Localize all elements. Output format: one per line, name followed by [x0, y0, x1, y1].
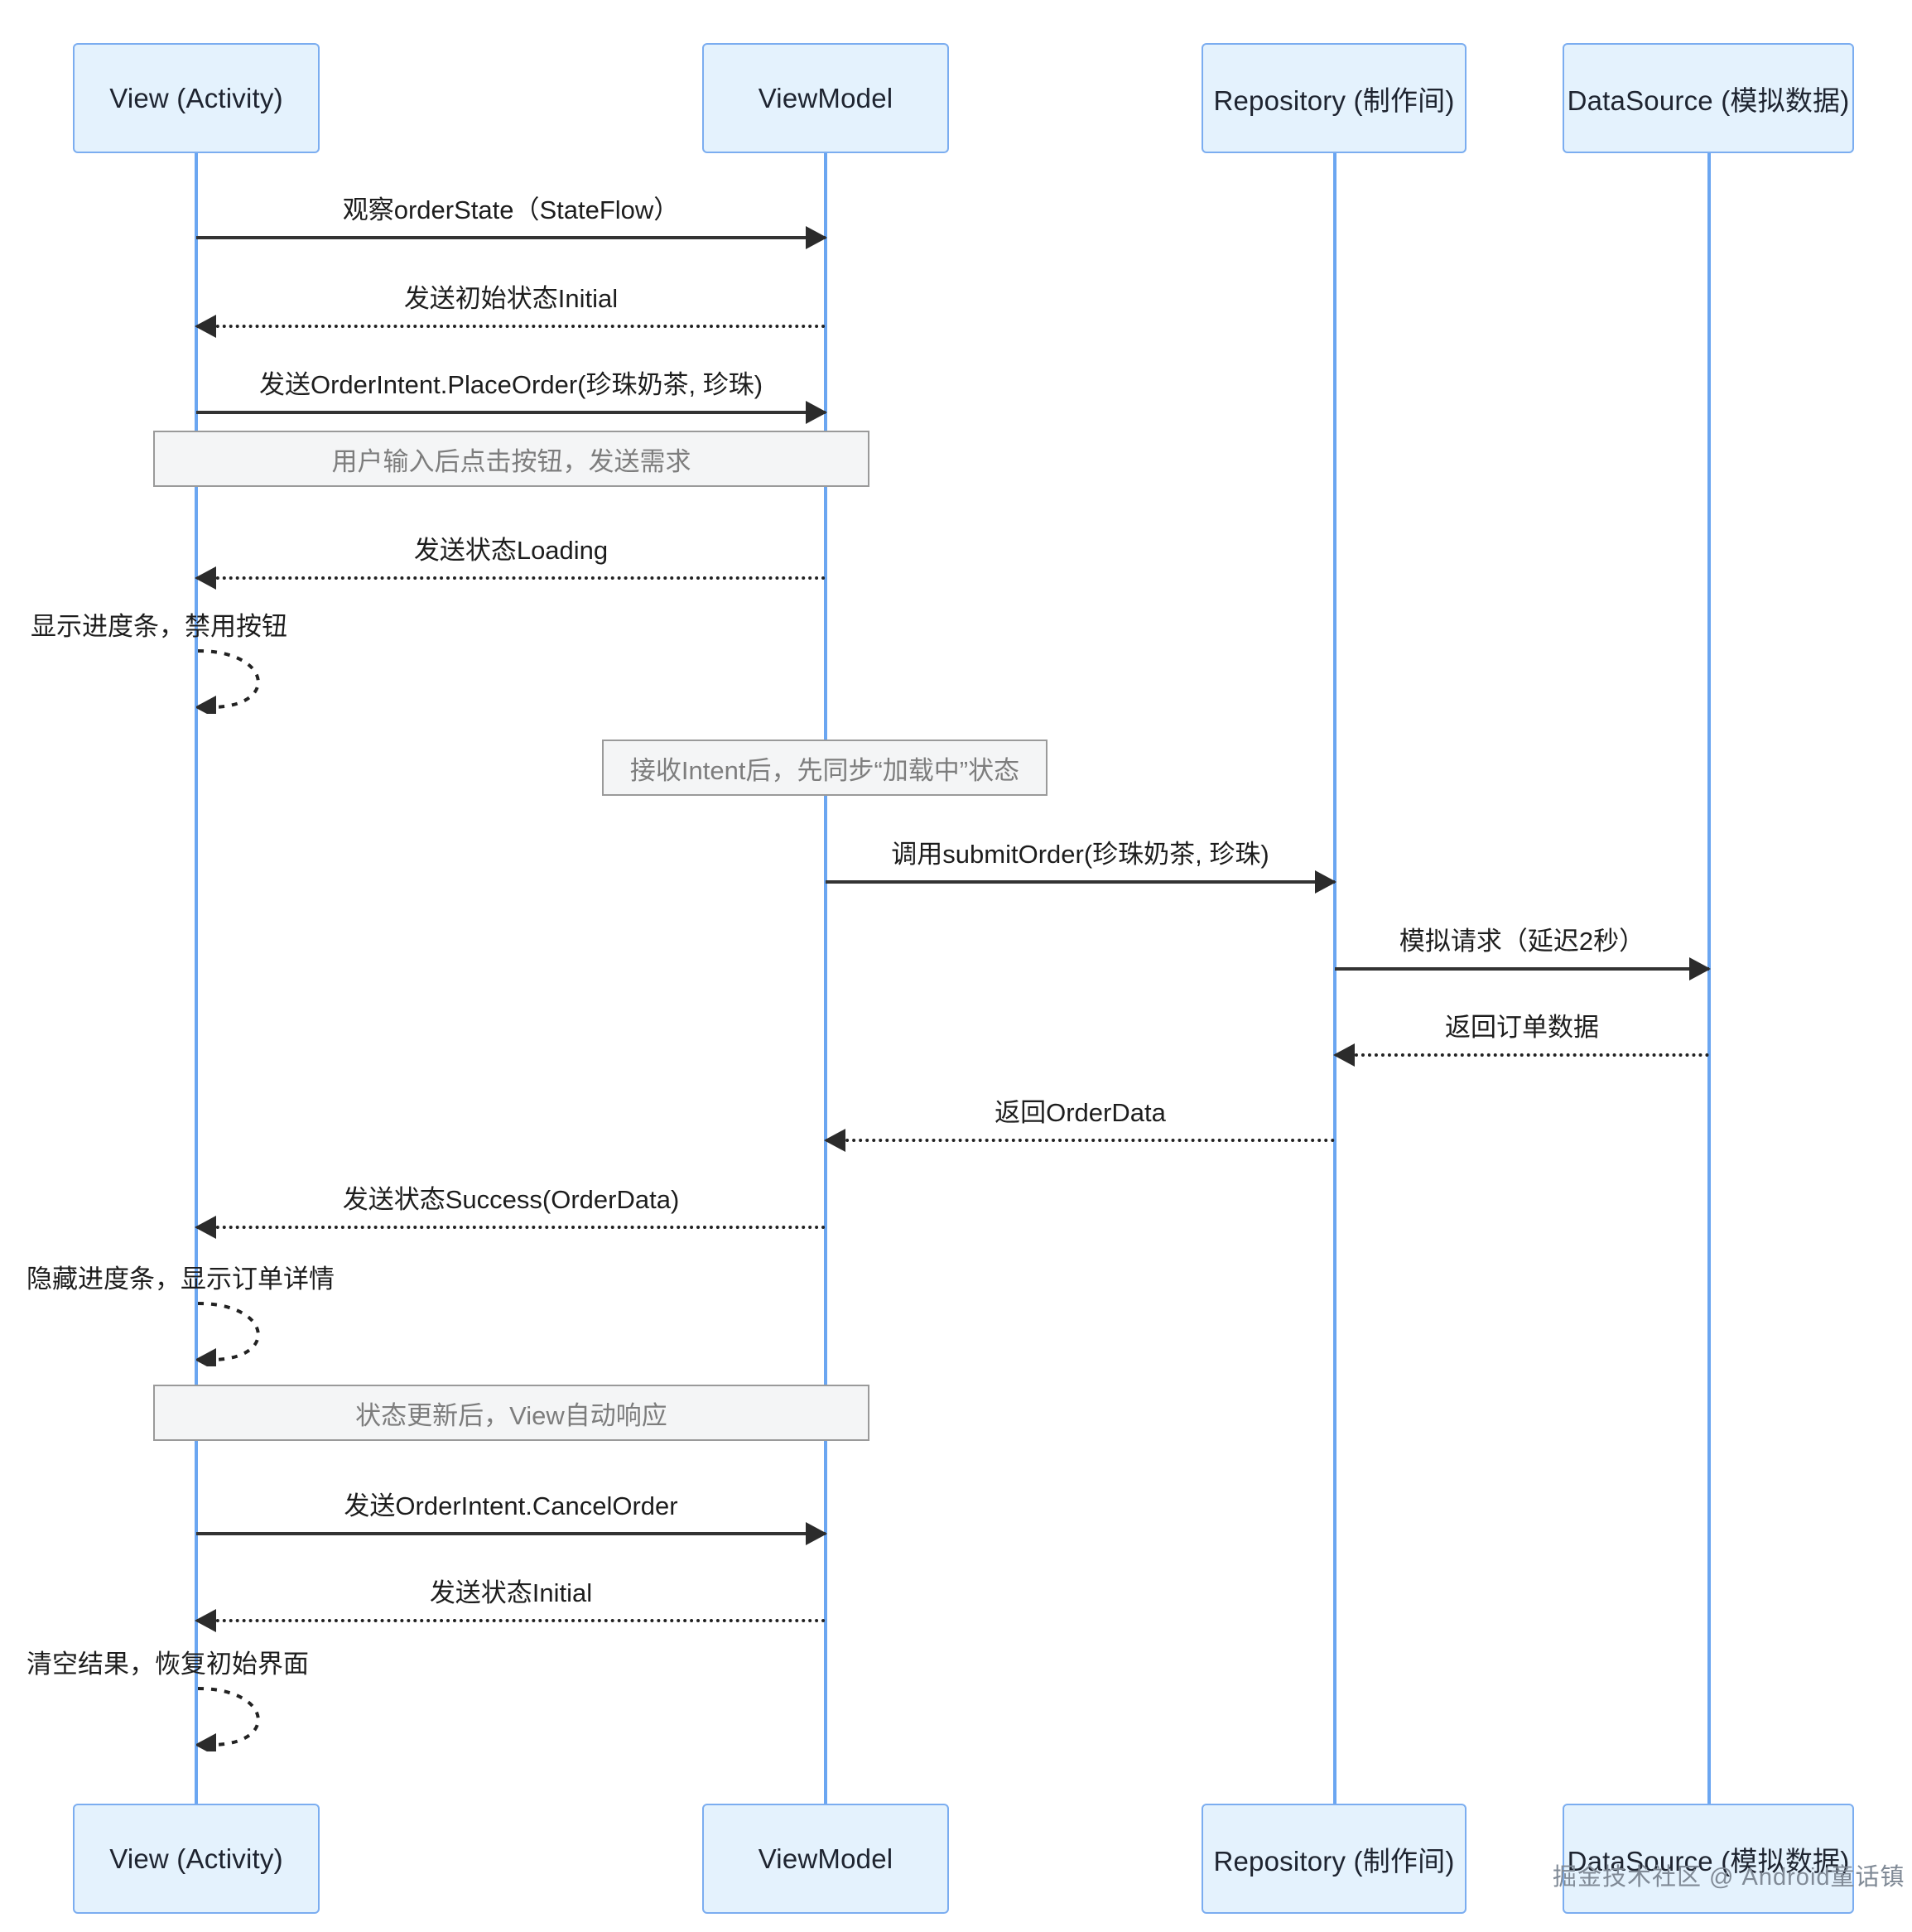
- message-line: [1335, 967, 1709, 971]
- participant-header-repository[interactable]: Repository (制作间): [1202, 43, 1467, 153]
- participant-footer-repository[interactable]: Repository (制作间): [1202, 1804, 1467, 1914]
- message-label: 发送状态Initial: [429, 1578, 593, 1607]
- message-observe-orderstate[interactable]: 观察orderState（StateFlow）: [196, 195, 827, 249]
- arrowhead-right-icon: [806, 226, 827, 249]
- message-line: [196, 236, 826, 239]
- self-message-show-progress[interactable]: 显示进度条，禁用按钮: [31, 612, 296, 714]
- message-line: [1335, 1053, 1709, 1057]
- message-send-initial-state[interactable]: 发送初始状态Initial: [195, 284, 826, 338]
- participant-label-viewmodel: ViewModel: [758, 82, 893, 113]
- participant-label-view: View (Activity): [109, 1843, 283, 1874]
- participant-header-view[interactable]: View (Activity): [73, 43, 320, 153]
- message-label: 发送初始状态Initial: [403, 284, 619, 313]
- lifeline-view: [195, 153, 198, 1805]
- arrowhead-left-icon: [1333, 1043, 1355, 1067]
- message-line: [196, 1532, 826, 1535]
- self-message-hide-progress[interactable]: 隐藏进度条，显示订单详情: [26, 1265, 335, 1366]
- message-label: 发送状态Success(OrderData): [342, 1185, 680, 1214]
- arrowhead-left-icon: [195, 315, 216, 338]
- message-label: 发送OrderIntent.CancelOrder: [344, 1491, 678, 1520]
- message-call-submitorder[interactable]: 调用submitOrder(珍珠奶茶, 珍珠): [826, 840, 1336, 894]
- message-send-initial-state-again[interactable]: 发送状态Initial: [195, 1578, 826, 1632]
- message-cancel-order-intent[interactable]: 发送OrderIntent.CancelOrder: [196, 1491, 827, 1545]
- note-state-update: 状态更新后，View自动响应: [153, 1385, 869, 1441]
- message-label: 返回订单数据: [1445, 1013, 1599, 1042]
- participant-footer-view[interactable]: View (Activity): [73, 1804, 320, 1914]
- lifeline-repository: [1333, 153, 1336, 1805]
- message-label: 发送状态Loading: [413, 536, 609, 565]
- self-message-label: 隐藏进度条，显示订单详情: [26, 1265, 335, 1294]
- message-line: [196, 411, 826, 414]
- arrowhead-right-icon: [806, 1522, 827, 1545]
- message-label: 模拟请求（延迟2秒）: [1399, 927, 1645, 956]
- message-label: 调用submitOrder(珍珠奶茶, 珍珠): [891, 840, 1269, 869]
- note-user-input: 用户输入后点击按钮，发送需求: [153, 431, 869, 487]
- message-place-order-intent[interactable]: 发送OrderIntent.PlaceOrder(珍珠奶茶, 珍珠): [196, 370, 827, 424]
- watermark-label: 掘金技术社区 @ Android童话镇: [1553, 1864, 1905, 1891]
- message-line: [196, 325, 826, 328]
- participant-header-viewmodel[interactable]: ViewModel: [702, 43, 949, 153]
- participant-label-repository: Repository (制作间): [1213, 1845, 1455, 1877]
- note-label: 接收Intent后，先同步“加载中”状态: [629, 755, 1020, 785]
- message-label: 观察orderState（StateFlow）: [342, 195, 680, 224]
- arrowhead-right-icon: [1315, 870, 1336, 894]
- message-return-orderdata[interactable]: 返回OrderData: [824, 1098, 1335, 1152]
- participant-label-datasource: DataSource (模拟数据): [1567, 1845, 1850, 1877]
- self-loop-icon: [196, 1302, 260, 1366]
- participant-label-repository: Repository (制作间): [1213, 84, 1455, 116]
- message-line: [196, 1226, 826, 1229]
- message-line: [826, 1139, 1335, 1142]
- self-message-label: 显示进度条，禁用按钮: [31, 612, 287, 641]
- participant-label-view: View (Activity): [109, 82, 283, 113]
- arrowhead-left-icon: [195, 566, 216, 590]
- message-return-order-data-raw[interactable]: 返回订单数据: [1333, 1013, 1709, 1067]
- message-label: 返回OrderData: [995, 1098, 1166, 1127]
- self-loop-icon: [196, 649, 260, 714]
- message-send-loading-state[interactable]: 发送状态Loading: [195, 536, 826, 590]
- message-send-success-state[interactable]: 发送状态Success(OrderData): [195, 1185, 826, 1239]
- message-line: [196, 576, 826, 580]
- note-label: 状态更新后，View自动响应: [355, 1400, 667, 1430]
- self-message-clear-result[interactable]: 清空结果，恢复初始界面: [26, 1650, 309, 1751]
- lifeline-viewmodel: [824, 153, 827, 1805]
- participant-footer-datasource[interactable]: DataSource (模拟数据): [1563, 1804, 1854, 1914]
- arrowhead-left-icon: [195, 1609, 216, 1632]
- message-mock-request[interactable]: 模拟请求（延迟2秒）: [1335, 927, 1711, 980]
- arrowhead-left-icon: [824, 1129, 845, 1152]
- participant-header-datasource[interactable]: DataSource (模拟数据): [1563, 43, 1854, 153]
- self-loop-icon: [196, 1687, 260, 1751]
- participant-label-datasource: DataSource (模拟数据): [1567, 84, 1850, 116]
- note-receive-intent: 接收Intent后，先同步“加载中”状态: [602, 740, 1048, 796]
- arrowhead-right-icon: [1689, 957, 1711, 980]
- message-label: 发送OrderIntent.PlaceOrder(珍珠奶茶, 珍珠): [258, 370, 763, 399]
- arrowhead-right-icon: [806, 401, 827, 424]
- arrowhead-left-icon: [195, 1216, 216, 1239]
- participant-label-viewmodel: ViewModel: [758, 1843, 893, 1874]
- note-label: 用户输入后点击按钮，发送需求: [331, 446, 691, 476]
- participant-footer-viewmodel[interactable]: ViewModel: [702, 1804, 949, 1914]
- message-line: [826, 880, 1335, 884]
- message-line: [196, 1619, 826, 1622]
- self-message-label: 清空结果，恢复初始界面: [26, 1650, 309, 1679]
